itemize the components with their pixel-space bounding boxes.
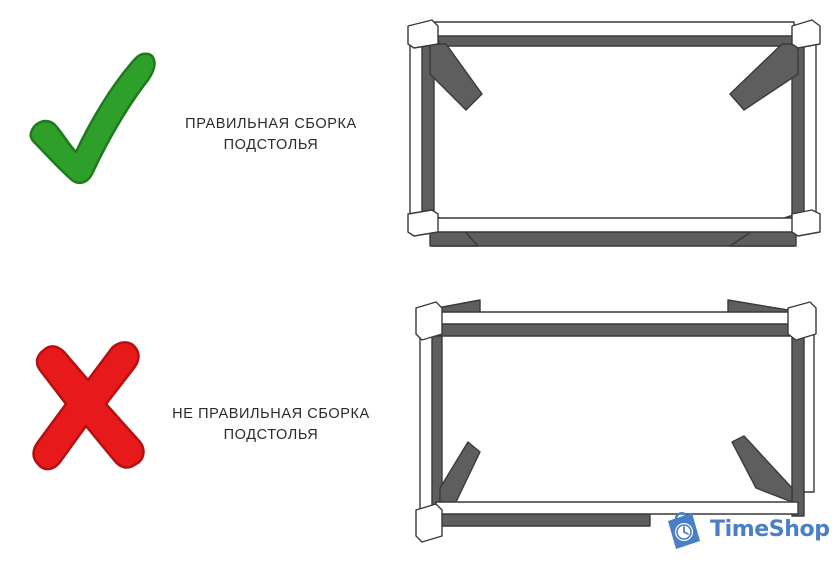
cross-icon bbox=[16, 334, 158, 476]
shopping-bag-clock-icon bbox=[668, 511, 700, 549]
correct-assembly-caption: ПРАВИЛЬНАЯ СБОРКА ПОДСТОЛЬЯ bbox=[141, 114, 401, 156]
correct-caption-line1: ПРАВИЛЬНАЯ СБОРКА bbox=[185, 116, 357, 132]
corner-block bbox=[407, 19, 439, 49]
correct-frame-diagram bbox=[400, 14, 830, 254]
checkmark-icon bbox=[24, 44, 160, 188]
timeshop-logo: TimeShop bbox=[662, 506, 838, 552]
wrong-assembly-caption: НЕ ПРАВИЛЬНАЯ СБОРКА ПОДСТОЛЬЯ bbox=[141, 404, 401, 446]
logo-text: TimeShop bbox=[710, 516, 830, 542]
corner-brace bbox=[429, 43, 483, 111]
wrong-frame-diagram bbox=[406, 292, 830, 546]
wrong-caption-line1: НЕ ПРАВИЛЬНАЯ СБОРКА bbox=[172, 406, 370, 422]
correct-caption-line2: ПОДСТОЛЬЯ bbox=[223, 137, 319, 153]
wrong-caption-line2: ПОДСТОЛЬЯ bbox=[223, 427, 319, 443]
